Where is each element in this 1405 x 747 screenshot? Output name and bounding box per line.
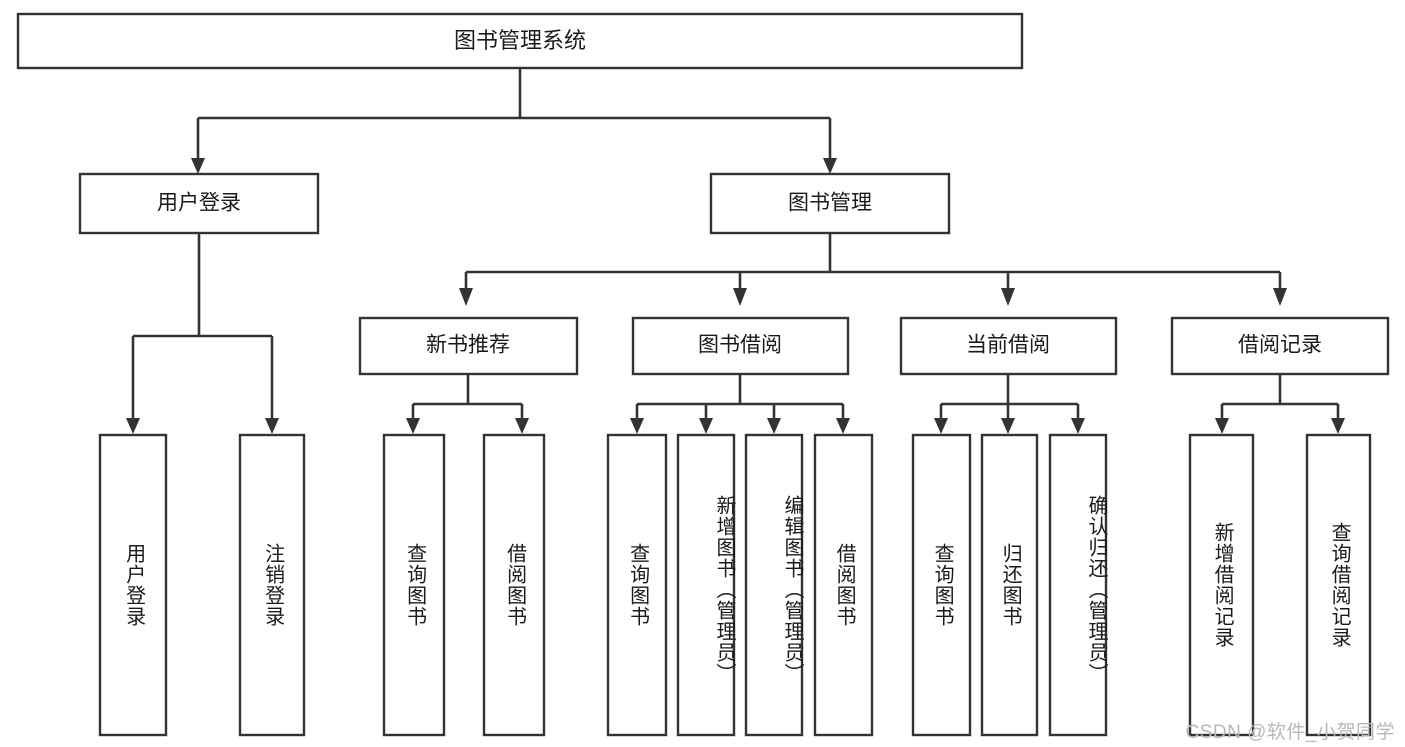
node-leaf-return-book[interactable] — [980, 433, 1039, 737]
node-leaf-logout[interactable] — [238, 433, 306, 737]
node-leaf-borrow-book-1[interactable] — [482, 433, 546, 737]
arrow-leaf-borrow-book-1 — [515, 418, 529, 434]
arrow-to-new-book-recommend — [459, 288, 473, 306]
node-book-management-label: 图书管理 — [788, 192, 872, 215]
node-leaf-add-record[interactable] — [1188, 433, 1255, 737]
node-borrow-record[interactable] — [1170, 316, 1390, 376]
node-leaf-add-book[interactable] — [676, 433, 736, 737]
connector-group — [126, 68, 1345, 434]
node-leaf-query-book-3[interactable] — [911, 433, 972, 737]
arrow-leaf-user-login — [126, 418, 140, 434]
arrow-leaf-logout — [265, 418, 279, 434]
node-leaf-edit-book[interactable] — [744, 433, 804, 737]
node-current-borrow-label: 当前借阅 — [966, 334, 1050, 357]
arrow-leaf-query-book-1 — [406, 418, 420, 434]
node-new-book-recommend-label: 新书推荐 — [426, 334, 510, 357]
node-borrow-record-label: 借阅记录 — [1238, 334, 1322, 357]
node-leaf-borrow-book-2[interactable] — [813, 433, 874, 737]
watermark-label: CSDN @软件_小贺同学 — [1185, 722, 1395, 743]
node-leaf-user-login[interactable] — [98, 433, 168, 737]
arrow-leaf-edit-book — [767, 418, 781, 434]
arrow-leaf-return-book — [1001, 418, 1015, 434]
node-root[interactable] — [16, 12, 1024, 70]
node-user-login[interactable] — [78, 172, 320, 235]
arrow-root-to-book-mgmt — [823, 158, 837, 174]
arrow-leaf-query-book-2 — [630, 418, 644, 434]
node-user-login-label: 用户登录 — [157, 192, 241, 215]
arrow-leaf-confirm-return — [1071, 418, 1085, 434]
node-leaf-query-book-1[interactable] — [382, 433, 446, 737]
node-leaf-query-book-2[interactable] — [606, 433, 668, 737]
arrow-leaf-borrow-book-2 — [836, 418, 850, 434]
arrow-leaf-add-book — [699, 418, 713, 434]
node-book-borrow-label: 图书借阅 — [698, 334, 782, 357]
node-root-label: 图书管理系统 — [454, 28, 586, 53]
node-current-borrow[interactable] — [899, 316, 1118, 376]
node-book-borrow[interactable] — [631, 316, 850, 376]
arrow-to-borrow-record — [1273, 288, 1287, 306]
arrow-to-current-borrow — [1001, 288, 1015, 306]
node-book-management[interactable] — [709, 172, 951, 235]
arrow-leaf-query-book-3 — [934, 418, 948, 434]
node-leaf-confirm-return[interactable] — [1048, 433, 1108, 737]
node-new-book-recommend[interactable] — [358, 316, 579, 376]
node-leaf-query-record[interactable] — [1305, 433, 1372, 737]
arrow-leaf-query-record — [1331, 418, 1345, 434]
arrow-leaf-add-record — [1215, 418, 1229, 434]
arrow-to-book-borrow — [733, 288, 747, 306]
arrow-root-to-user-login — [191, 158, 205, 174]
